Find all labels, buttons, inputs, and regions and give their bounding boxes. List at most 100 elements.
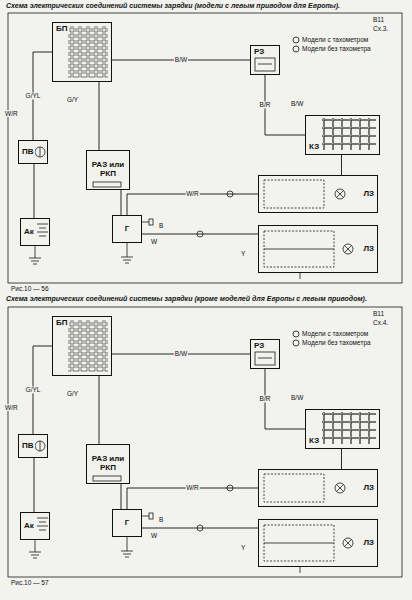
component-label: РЗ [253, 342, 265, 351]
component-box: РАЗ или РКП [86, 150, 130, 190]
component-box: КЗ [305, 409, 380, 449]
wire-line [264, 249, 334, 250]
component-box: РЗ [250, 45, 280, 75]
annotation-label: G/Y [66, 390, 79, 397]
annotation-label: B11 [372, 310, 385, 317]
lamp-symbol [343, 244, 353, 254]
ignition-switch-symbol [35, 147, 45, 157]
annotation-label: Сх.4. [372, 319, 389, 326]
legend-marker [292, 339, 300, 347]
alternator-terminal [149, 219, 153, 225]
ground-symbol [121, 243, 133, 263]
wire-label: W/R [185, 484, 200, 491]
relay-contact [93, 182, 121, 187]
schematic-figure [8, 307, 402, 577]
component-box: Ак [20, 218, 50, 246]
legend-item: Модели с тахометром [292, 330, 368, 338]
annotation-label: G/Y [66, 96, 79, 103]
component-box: РЗ [250, 339, 280, 369]
wire-connector [34, 458, 35, 512]
lamp-symbol [345, 246, 352, 253]
wire-connector [341, 449, 342, 469]
component-box: Г [112, 215, 142, 243]
component-label: ЛЗ [362, 539, 375, 548]
component-box: Г [112, 509, 142, 537]
wire-connector [142, 234, 258, 235]
legend-text: Модели с тахометром [302, 330, 368, 337]
annotation-label: W [150, 532, 158, 539]
wire-label: G/YL [25, 92, 42, 99]
diagram-title: Схема электрических соединений системы з… [6, 2, 406, 10]
legend-text: Модели с тахометром [302, 36, 368, 43]
fuse-block [68, 26, 108, 78]
annotation-label: Рис.10 — 56 [10, 285, 50, 292]
legend-text: Модели без тахометра [302, 45, 371, 52]
wire-connector [34, 164, 35, 218]
component-box: ЛЗ [258, 175, 378, 213]
component-box: ЛЗ [258, 469, 378, 507]
component-label: РЗ [253, 48, 265, 57]
annotation-label: B [158, 222, 164, 229]
wire-label: B/R [259, 101, 272, 108]
component-label: Г [124, 225, 131, 234]
component-box: ЛЗ [258, 519, 378, 567]
legend-text: Модели без тахометра [302, 339, 371, 346]
figure-frame [8, 13, 402, 283]
annotation-label: W/R [4, 110, 19, 117]
alternator-terminal [142, 222, 149, 223]
annotation-label: W [150, 238, 158, 245]
component-label: Ак [23, 522, 35, 531]
component-label: КЗ [308, 437, 320, 446]
battery-symbol [37, 224, 48, 236]
legend-item: Модели без тахометра [292, 45, 371, 53]
legend-marker [293, 331, 299, 337]
component-box: КЗ [305, 115, 380, 155]
wire-line [300, 273, 301, 279]
component-label: РАЗ или РКП [89, 161, 127, 179]
legend-marker [292, 36, 300, 44]
lamp-housing [264, 231, 334, 267]
wire-connector [99, 376, 100, 444]
component-box: ЛЗ [258, 225, 378, 273]
wire-connector [121, 190, 122, 215]
component-label: ЛЗ [362, 484, 375, 493]
component-box: БП [52, 22, 112, 82]
legend-item: Модели с тахометром [292, 36, 368, 44]
lamp-housing [264, 180, 324, 208]
legend-marker [292, 45, 300, 53]
wire-label: B/W [174, 350, 188, 357]
component-label: КЗ [308, 143, 320, 152]
component-label: РАЗ или РКП [89, 455, 127, 473]
ignition-switch-symbol [40, 147, 41, 157]
figure-heading: Схема электрических соединений системы з… [6, 295, 406, 303]
connector-grid [322, 118, 376, 150]
component-box: ПВ [18, 140, 48, 164]
wire-connector [99, 82, 100, 150]
annotation-label: Y [240, 250, 246, 257]
annotation-label: W/R [4, 404, 19, 411]
legend-marker [292, 330, 300, 338]
annotation-label: B [158, 516, 164, 523]
component-label: ЛЗ [362, 245, 375, 254]
annotation-label: Y [240, 544, 246, 551]
component-box: РАЗ или РКП [86, 444, 130, 484]
wire-label: B/W [174, 56, 188, 63]
annotation-label: B/W [290, 394, 304, 401]
lamp-symbol [337, 191, 344, 198]
wire-connector [341, 155, 342, 175]
legend-item: Модели без тахометра [292, 339, 371, 347]
ground-symbol [29, 246, 41, 264]
wire-connector [121, 484, 122, 509]
component-label: ЛЗ [362, 190, 375, 199]
component-label: Г [124, 519, 131, 528]
legend-marker [293, 46, 299, 52]
component-label: ПВ [21, 148, 35, 157]
wire-connector [142, 528, 258, 529]
component-label: ПВ [21, 442, 35, 451]
legend-marker [293, 37, 299, 43]
component-label: БП [55, 319, 69, 328]
annotation-label: B11 [372, 16, 385, 23]
lamp-symbol [335, 189, 345, 199]
